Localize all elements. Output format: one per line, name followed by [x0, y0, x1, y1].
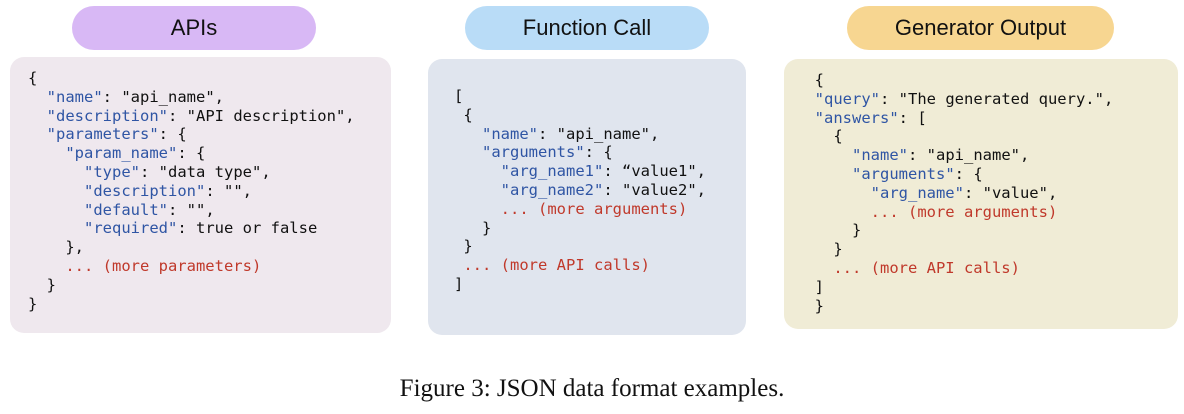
- code-text: ]: [454, 274, 464, 293]
- more-placeholder: ... (more API calls): [463, 256, 650, 275]
- code-text: }: [454, 218, 492, 237]
- code-text: [28, 219, 84, 237]
- code-text: : "api_name",: [538, 124, 660, 143]
- more-placeholder: ... (more arguments): [500, 199, 688, 218]
- code-text: : {: [158, 125, 187, 144]
- json-key: "name": [852, 146, 908, 165]
- code-text: [28, 125, 47, 143]
- code-text: : "",: [168, 200, 215, 219]
- code-text: ]: [796, 277, 824, 296]
- code-text: [28, 182, 84, 200]
- code-text: [28, 163, 84, 181]
- code-text: [28, 257, 65, 275]
- code-text: }: [796, 221, 862, 240]
- json-key: "parameters": [46, 125, 159, 144]
- code-text: : {: [954, 164, 983, 183]
- code-text: [454, 162, 501, 180]
- code-text: [454, 125, 482, 143]
- function-call-title-pill: Function Call: [465, 6, 709, 50]
- json-key: "description": [84, 181, 206, 200]
- apis-code-panel: { "name": "api_name", "description": "AP…: [10, 57, 391, 333]
- apis-title-pill: APIs: [72, 6, 316, 50]
- code-text: [796, 90, 815, 108]
- json-key: "arg_name": [870, 183, 964, 202]
- json-key: "query": [814, 89, 880, 108]
- code-text: }: [28, 294, 38, 313]
- more-placeholder: ... (more arguments): [870, 202, 1058, 221]
- code-text: [454, 181, 501, 199]
- code-text: : "api_name",: [908, 146, 1030, 165]
- code-text: [796, 146, 852, 164]
- code-text: [: [454, 87, 464, 105]
- code-text: : "value",: [963, 183, 1058, 202]
- code-text: },: [28, 238, 84, 257]
- code-text: : {: [177, 144, 206, 163]
- code-text: : "value2",: [603, 180, 706, 199]
- code-text: [454, 143, 482, 161]
- more-placeholder: ... (more API calls): [833, 258, 1020, 277]
- code-text: [454, 256, 463, 274]
- code-text: : "data type",: [140, 162, 271, 181]
- function-call-code-block: [ { "name": "api_name", "arguments": { "…: [454, 87, 706, 294]
- code-text: }: [796, 296, 824, 315]
- json-key: "name": [482, 124, 538, 143]
- json-key: "arg_name2": [500, 180, 604, 199]
- code-text: [796, 165, 852, 183]
- code-text: }: [796, 240, 843, 259]
- code-text: : "",: [205, 181, 252, 200]
- code-text: }: [454, 237, 473, 256]
- code-text: [28, 144, 65, 162]
- code-text: }: [28, 275, 56, 294]
- code-text: [796, 259, 833, 277]
- code-text: : "API description",: [168, 106, 355, 125]
- generator-output-code-panel: { "query": "The generated query.", "answ…: [784, 59, 1178, 329]
- code-text: : {: [584, 143, 613, 162]
- generator-output-code-block: { "query": "The generated query.", "answ…: [796, 71, 1114, 315]
- apis-title: APIs: [170, 15, 218, 40]
- code-text: : "The generated query.",: [880, 89, 1114, 108]
- code-text: [28, 107, 47, 125]
- code-text: {: [28, 69, 38, 87]
- code-text: : "api_name",: [102, 87, 224, 106]
- json-key: "description": [46, 106, 168, 125]
- code-text: [28, 88, 47, 106]
- code-text: {: [796, 71, 824, 89]
- code-text: [454, 200, 501, 218]
- generator-output-title-pill: Generator Output: [847, 6, 1114, 50]
- apis-code-block: { "name": "api_name", "description": "AP…: [28, 69, 355, 313]
- function-call-title: Function Call: [522, 15, 652, 40]
- function-call-code-panel: [ { "name": "api_name", "arguments": { "…: [428, 59, 746, 335]
- json-key: "arguments": [852, 164, 955, 183]
- json-key: "default": [84, 200, 168, 219]
- code-text: [796, 109, 815, 127]
- generator-output-title: Generator Output: [894, 15, 1067, 40]
- code-text: : [: [898, 108, 927, 127]
- json-key: "arguments": [482, 143, 585, 162]
- json-key: "type": [84, 162, 140, 181]
- json-key: "answers": [814, 108, 899, 127]
- json-key: "param_name": [65, 144, 178, 163]
- json-key: "required": [84, 219, 178, 238]
- code-text: {: [454, 105, 473, 124]
- code-text: : true or false: [177, 219, 318, 238]
- code-text: : “value1",: [603, 162, 706, 181]
- figure-caption: Figure 3: JSON data format examples.: [399, 375, 785, 402]
- code-text: [796, 203, 871, 221]
- code-text: {: [796, 127, 843, 146]
- json-key: "name": [46, 87, 103, 106]
- more-placeholder: ... (more parameters): [65, 256, 262, 275]
- json-key: "arg_name1": [500, 162, 604, 181]
- code-text: [796, 184, 871, 202]
- code-text: [28, 201, 84, 219]
